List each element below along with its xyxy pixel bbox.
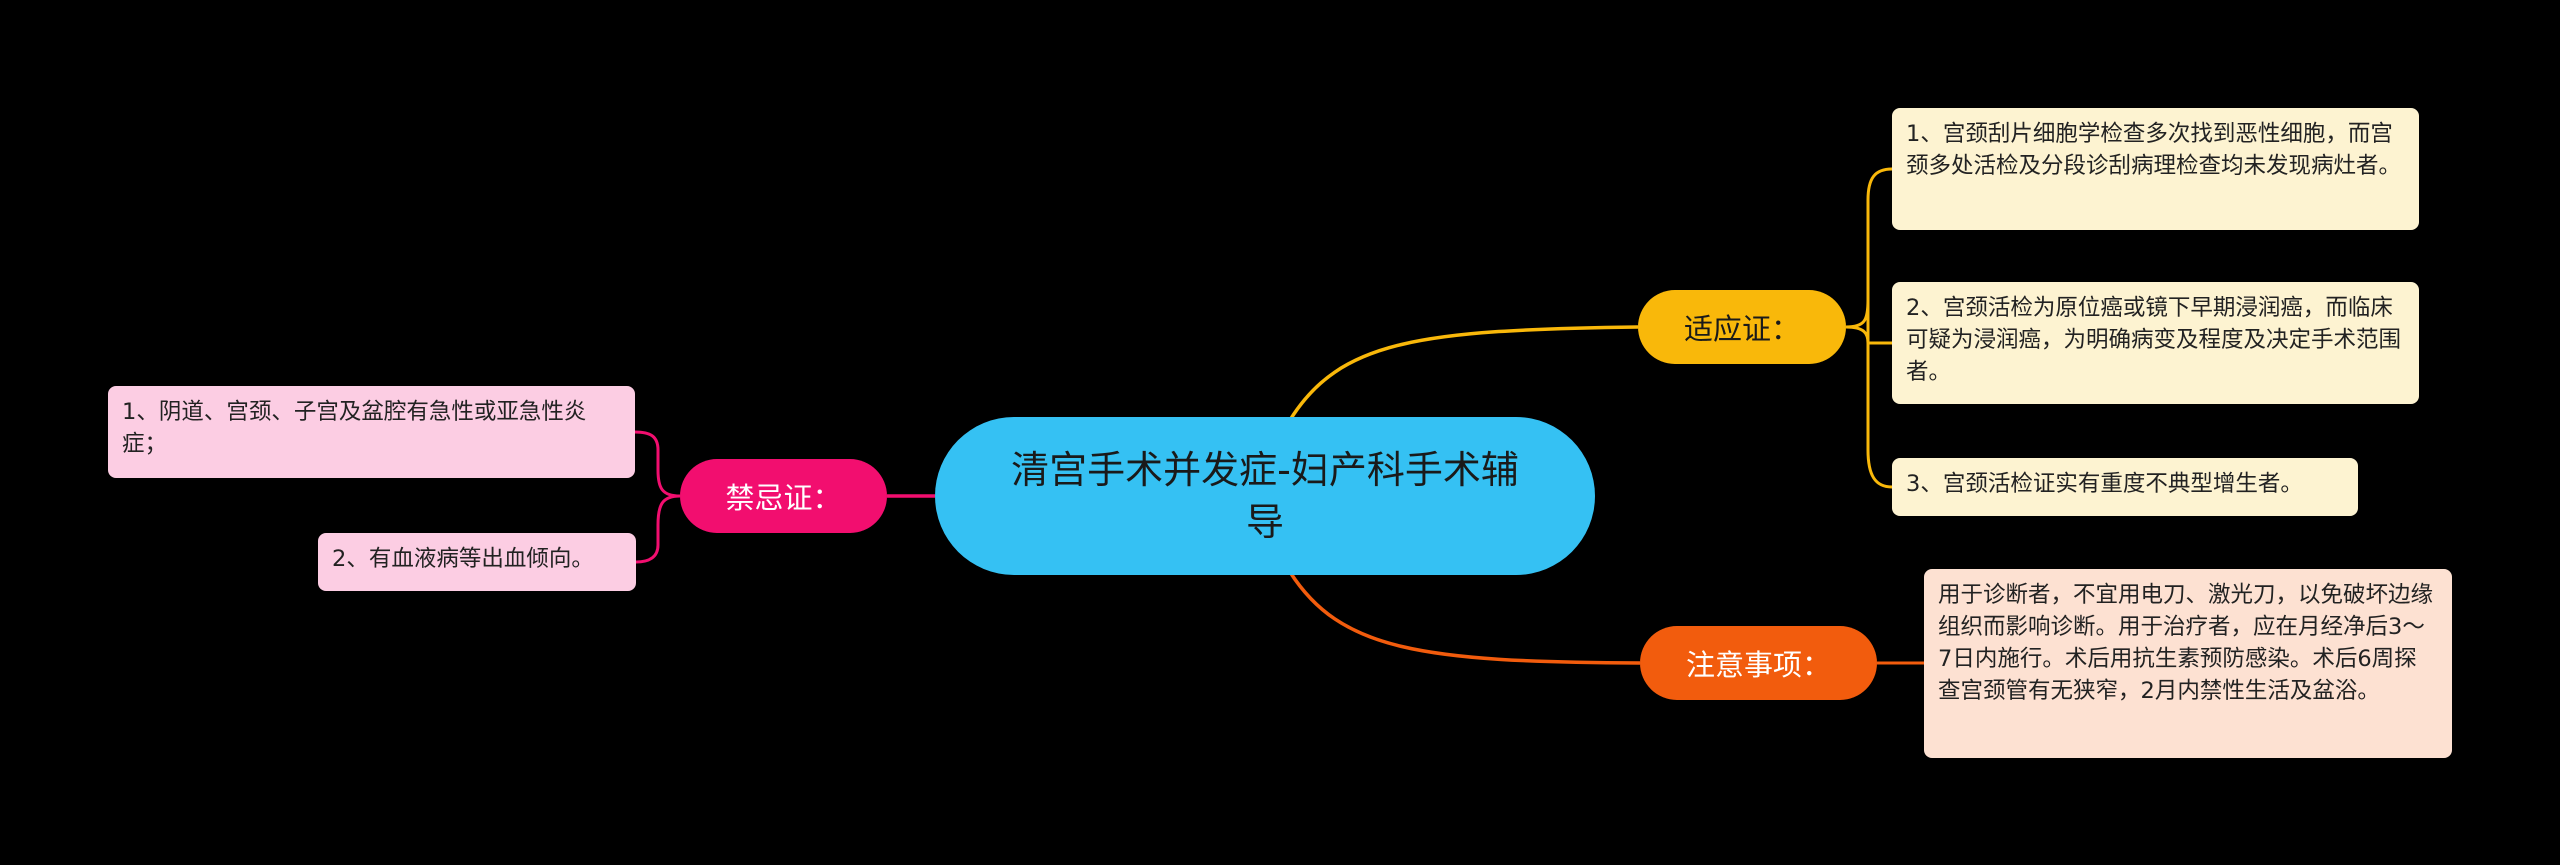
leaf-contraindication-2-text: 2、有血液病等出血倾向。 [332,546,594,572]
branch-notes-label: 注意事项： [1685,648,1831,682]
leaf-indication-2-text: 2、宫颈活检为原位癌或镜下早期浸润癌，而临床可疑为浸润癌，为明确病变及程度及决定… [1906,295,2402,385]
central-topic[interactable]: 清宫手术并发症-妇产科手术辅导 [935,417,1595,575]
leaf-indication-1[interactable]: 1、宫颈刮片细胞学检查多次找到恶性细胞，而宫颈多处活检及分段诊刮病理检查均未发现… [1892,108,2419,230]
leaf-notes-1-text: 用于诊断者，不宜用电刀、激光刀，以免破坏边缘组织而影响诊断。用于治疗者，应在月经… [1938,582,2434,704]
central-topic-text: 清宫手术并发症-妇产科手术辅导 [1011,448,1519,544]
branch-contraindications-label: 禁忌证： [725,481,842,515]
leaf-indication-3[interactable]: 3、宫颈活检证实有重度不典型增生者。 [1892,458,2358,516]
leaf-indication-3-text: 3、宫颈活检证实有重度不典型增生者。 [1906,471,2303,497]
branch-indications[interactable]: 适应证： [1638,290,1846,364]
leaf-notes-1[interactable]: 用于诊断者，不宜用电刀、激光刀，以免破坏边缘组织而影响诊断。用于治疗者，应在月经… [1924,569,2452,758]
leaf-indication-2[interactable]: 2、宫颈活检为原位癌或镜下早期浸润癌，而临床可疑为浸润癌，为明确病变及程度及决定… [1892,282,2419,404]
leaf-indication-1-text: 1、宫颈刮片细胞学检查多次找到恶性细胞，而宫颈多处活检及分段诊刮病理检查均未发现… [1906,121,2402,179]
branch-notes[interactable]: 注意事项： [1640,626,1877,700]
branch-contraindications[interactable]: 禁忌证： [680,459,887,533]
connector-central-indications [1288,325,1639,421]
connector-contra-leaves [634,430,681,564]
leaf-contraindication-2[interactable]: 2、有血液病等出血倾向。 [318,533,636,591]
leaf-contraindication-1-text: 1、阴道、宫颈、子宫及盆腔有急性或亚急性炎症； [122,399,587,457]
connector-indications-leaves [1845,167,1893,489]
branch-indications-label: 适应证： [1683,312,1800,346]
connector-central-notes [1288,571,1641,665]
leaf-contraindication-1[interactable]: 1、阴道、宫颈、子宫及盆腔有急性或亚急性炎症； [108,386,635,478]
